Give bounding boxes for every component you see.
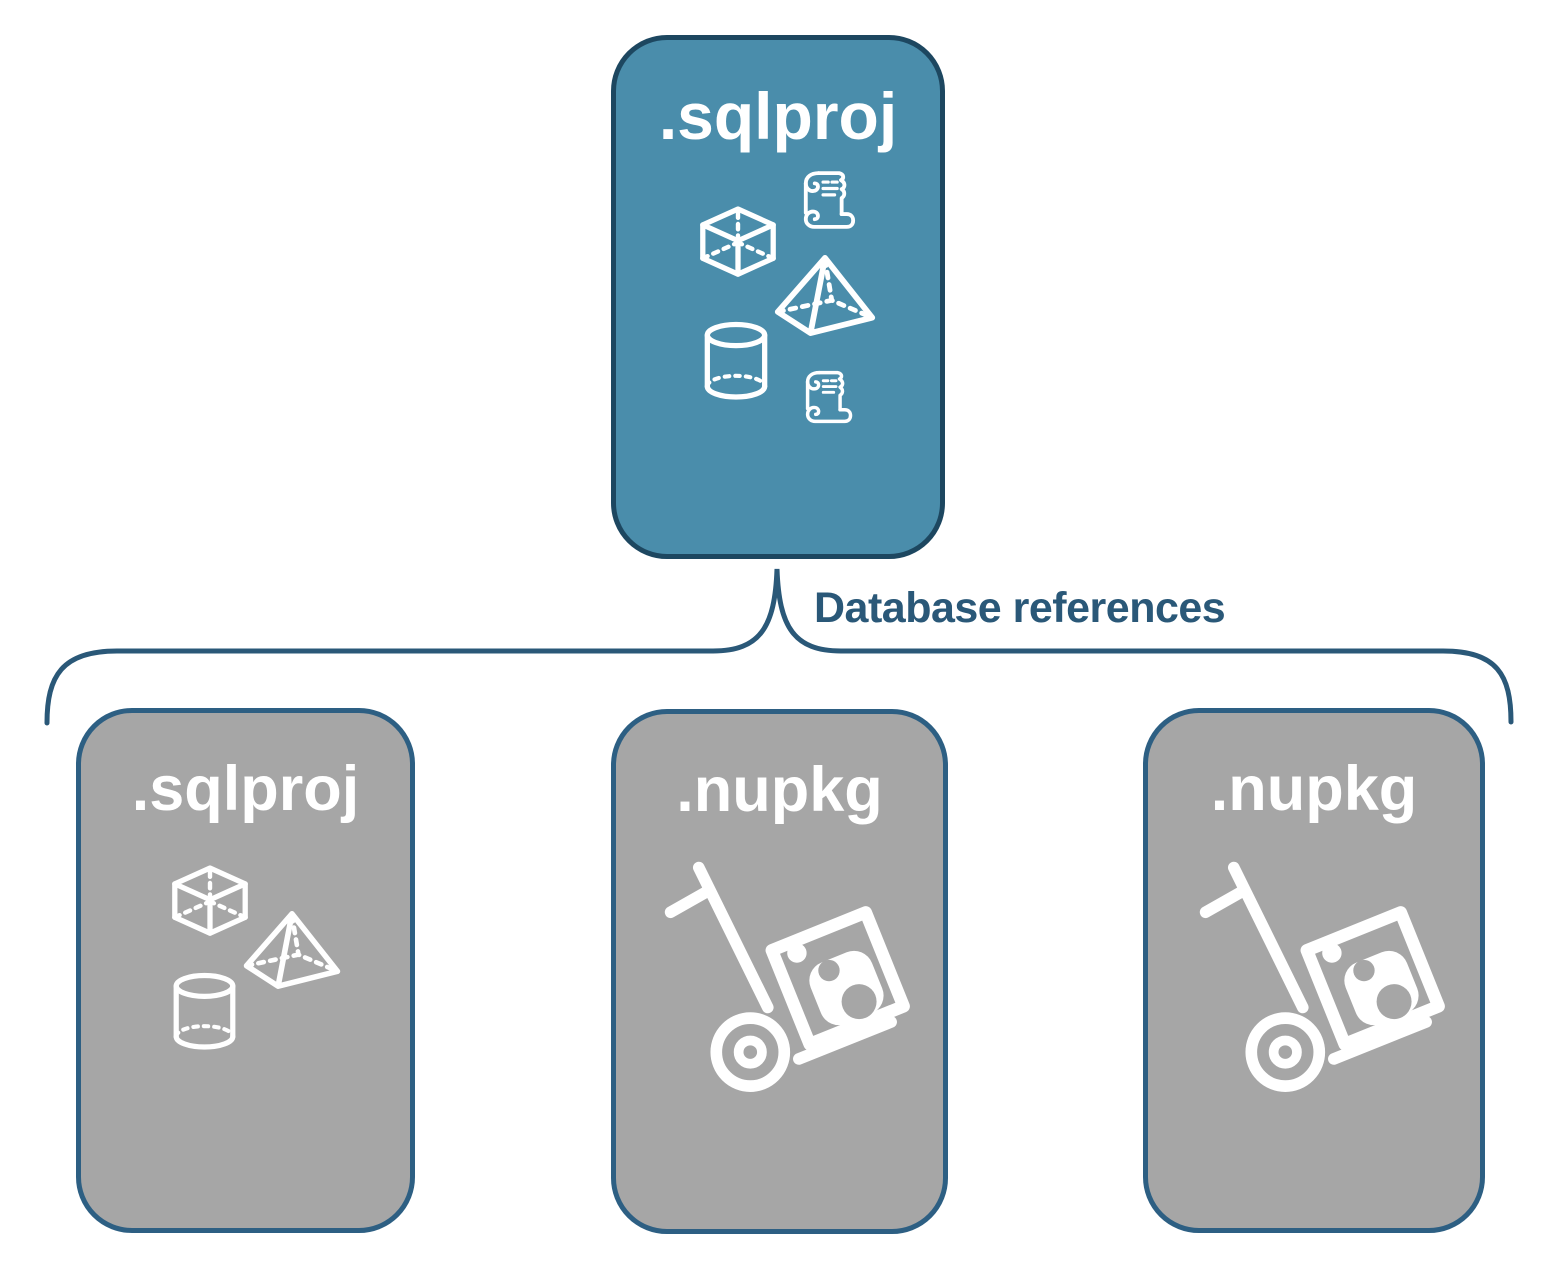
- edge-label-database-references: Database references: [814, 584, 1226, 632]
- node-child-sqlproj: .sqlproj: [76, 708, 415, 1233]
- node-child-label: .sqlproj: [131, 754, 360, 824]
- node-child-nupkg: .nupkg: [1143, 708, 1485, 1233]
- cylinder-icon: [702, 320, 770, 403]
- pyramid-icon: [241, 908, 343, 992]
- node-child-nupkg: .nupkg: [611, 709, 948, 1234]
- scroll-icon: [803, 171, 856, 229]
- hand-truck-nuget-package-icon: [1193, 852, 1465, 1124]
- hand-truck-nuget-package-icon: [658, 852, 930, 1124]
- node-root-sqlproj: .sqlproj: [611, 35, 945, 559]
- cylinder-icon: [171, 971, 238, 1053]
- node-root-label: .sqlproj: [658, 79, 898, 153]
- node-child-label: .nupkg: [1210, 754, 1418, 824]
- pyramid-icon: [772, 252, 878, 339]
- scroll-icon: [805, 370, 853, 424]
- cube-icon: [694, 202, 782, 290]
- node-child-label: .nupkg: [676, 755, 883, 825]
